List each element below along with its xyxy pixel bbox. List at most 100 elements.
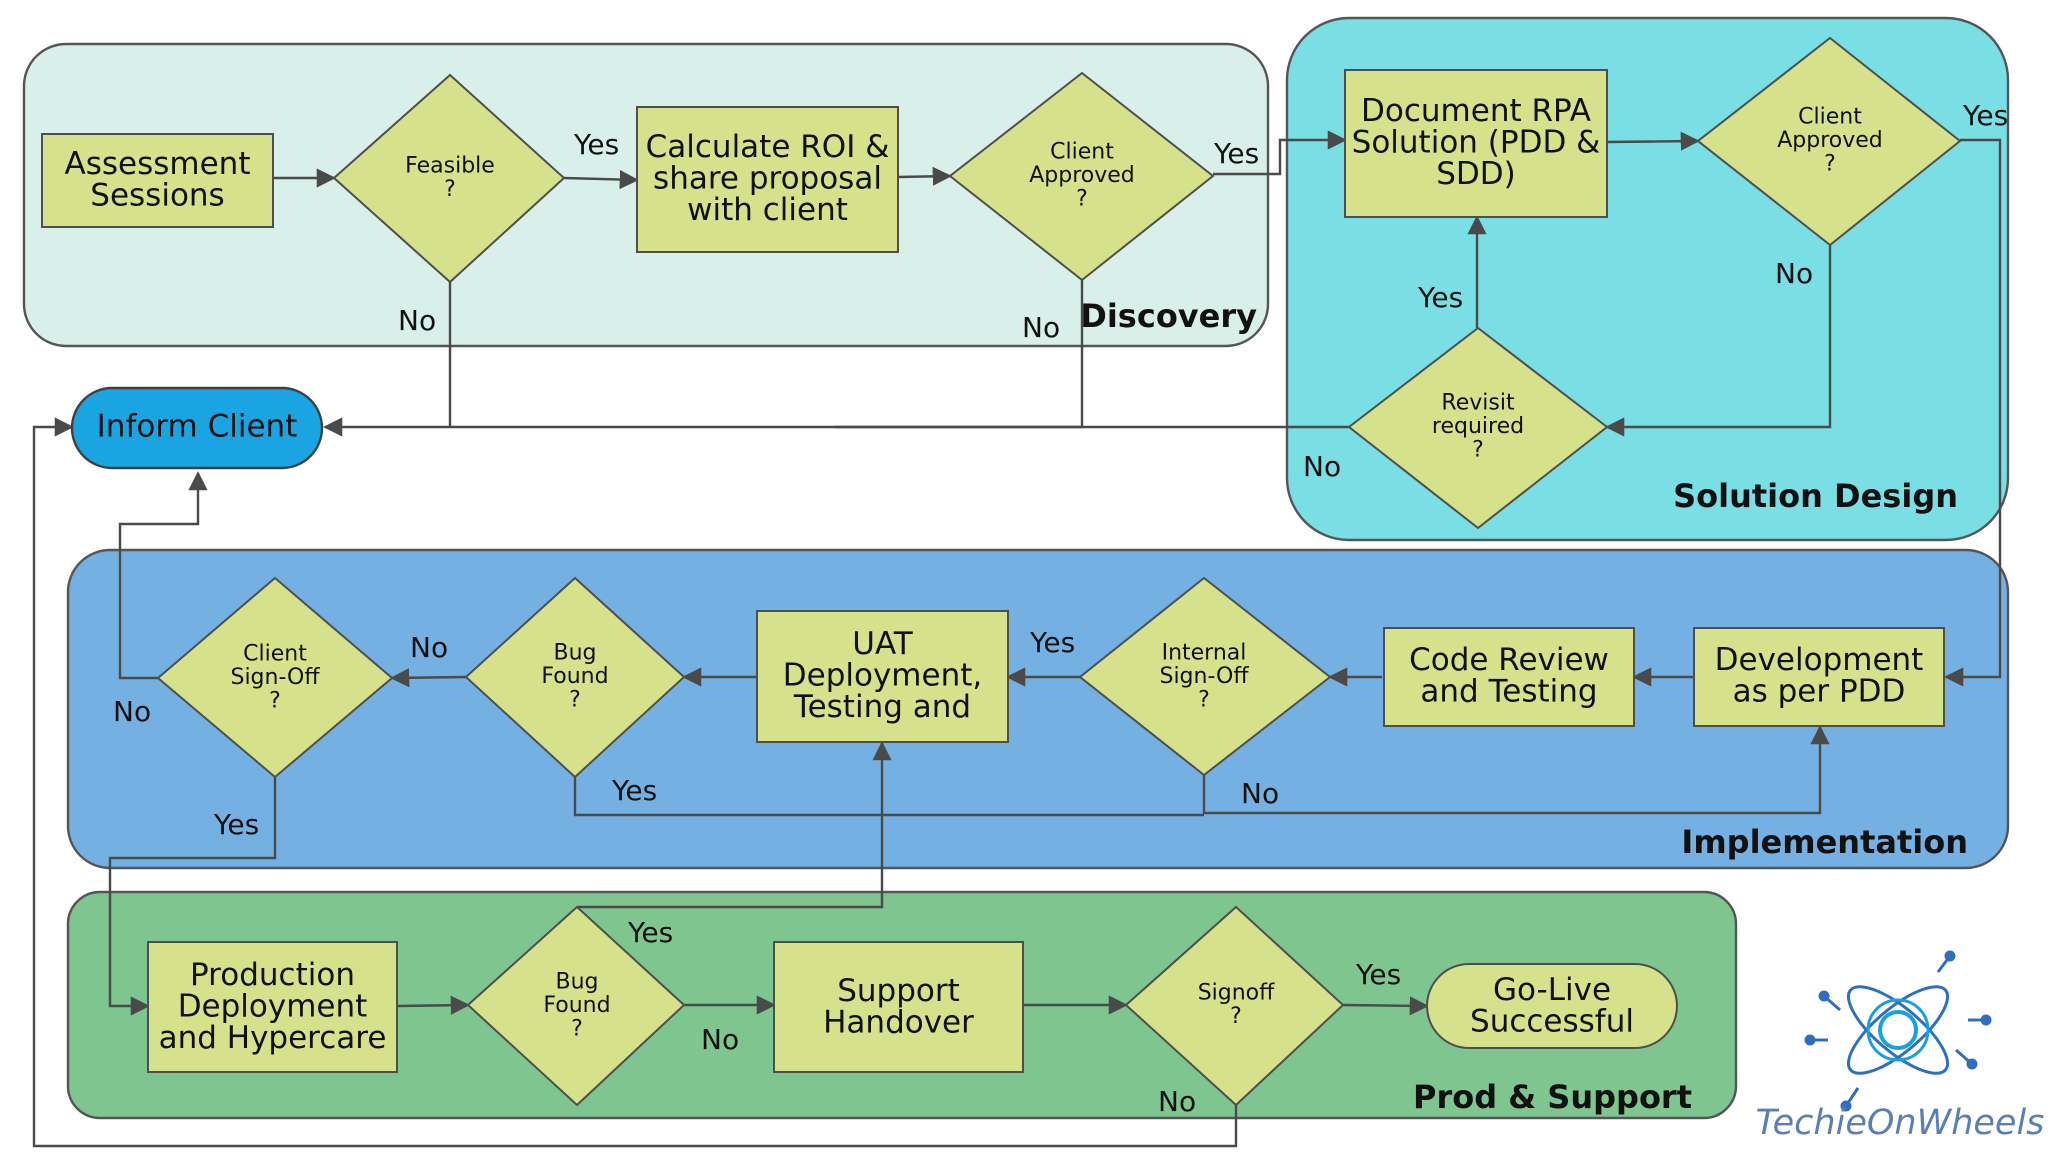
- node-label-line: ?: [1230, 1004, 1242, 1029]
- node-label-line: ?: [1824, 152, 1836, 177]
- label-feasible-no: No: [398, 304, 436, 337]
- edge-document-to-approved2: [1606, 131, 1700, 151]
- node-label-line: required: [1432, 414, 1524, 439]
- label-approved1-yes: Yes: [1213, 137, 1259, 170]
- node-label: Feasible?: [405, 153, 495, 202]
- label-bug2-no: No: [701, 1023, 739, 1056]
- node-label-line: SDD): [1436, 156, 1516, 192]
- decision-signoff: Signoff?: [1124, 905, 1345, 1107]
- edge-production-to-bug2: [396, 995, 470, 1015]
- lane-title-implementation: Implementation: [1681, 823, 1968, 861]
- node-label-line: Solution (PDD &: [1352, 125, 1601, 161]
- node-label-line: Deployment,: [783, 658, 982, 694]
- node-label-line: as per PDD: [1733, 673, 1906, 709]
- node-label-line: Code Review: [1409, 642, 1609, 678]
- node-label-line: Sign-Off: [230, 665, 320, 690]
- node-label-line: Testing and: [793, 689, 971, 725]
- node-label-line: Signoff: [1198, 980, 1275, 1005]
- edge-signoff-yes: [1342, 996, 1429, 1016]
- edge-approved1-yes: [1213, 130, 1347, 176]
- node-label-line: Development: [1715, 642, 1924, 678]
- node-label-line: ?: [569, 688, 581, 713]
- edge-approved2-yes: [1944, 138, 2002, 687]
- node-label-line: Found: [543, 993, 610, 1018]
- node-label-line: ?: [269, 689, 281, 714]
- node-label-line: Client: [1798, 105, 1862, 130]
- node-label-line: Document RPA: [1361, 93, 1591, 129]
- edges: [32, 130, 2002, 1148]
- edge-bug1-yes: [573, 777, 1204, 817]
- edge-bug2-yes: [577, 741, 892, 909]
- edge-roi-to-approved1: [897, 166, 952, 186]
- lane-title-discovery: Discovery: [1080, 297, 1257, 335]
- node-label: Inform Client: [97, 409, 298, 445]
- node-label-line: Approved: [1029, 163, 1135, 188]
- label-bug2-yes: Yes: [627, 916, 673, 949]
- edge-feasible-yes: [563, 169, 639, 190]
- label-bug1-yes: Yes: [611, 774, 657, 807]
- lane-title-prod-support: Prod & Support: [1413, 1078, 1692, 1116]
- node-label-line: Sign-Off: [1159, 664, 1249, 689]
- node-label-line: Deployment: [178, 989, 368, 1025]
- edge-internal-no: [1202, 725, 1830, 815]
- node-label-line: Successful: [1470, 1003, 1634, 1039]
- node-label-line: Inform Client: [97, 409, 298, 445]
- node-label-line: Feasible: [405, 153, 495, 178]
- node-label-line: ?: [1472, 438, 1484, 463]
- label-revisit-no: No: [1303, 450, 1341, 483]
- label-client-signoff-yes: Yes: [213, 808, 259, 841]
- node-label: Signoff?: [1198, 980, 1275, 1029]
- edge-client-signoff-no: [118, 471, 208, 680]
- label-revisit-yes: Yes: [1417, 281, 1463, 314]
- circuit-atom-icon: [1804, 950, 1992, 1112]
- node-label-line: Client: [1050, 140, 1114, 165]
- node-label-line: ?: [444, 177, 456, 202]
- node-label-line: Approved: [1777, 128, 1883, 153]
- node-label-line: Handover: [823, 1004, 974, 1040]
- node-label-line: share proposal: [653, 161, 882, 197]
- node-label-line: ?: [1076, 187, 1088, 212]
- node-label-line: Go-Live: [1493, 972, 1611, 1008]
- label-approved2-yes: Yes: [1962, 99, 2008, 132]
- edge-approved2-no: [1605, 245, 1832, 437]
- node-label-line: Sessions: [90, 177, 224, 213]
- brand-name: TechieOnWheels: [1756, 1103, 2045, 1143]
- label-signoff-no: No: [1158, 1085, 1196, 1118]
- node-label-line: Revisit: [1441, 391, 1515, 416]
- node-label-line: and Testing: [1420, 673, 1597, 709]
- node-label-line: Production: [190, 957, 355, 993]
- label-signoff-yes: Yes: [1355, 958, 1401, 991]
- edge-labels: Yes No Yes No Yes No Yes No Yes No No Ye…: [113, 99, 2008, 1118]
- label-internal-yes: Yes: [1029, 626, 1075, 659]
- edge-signoff-no: [32, 417, 1238, 1148]
